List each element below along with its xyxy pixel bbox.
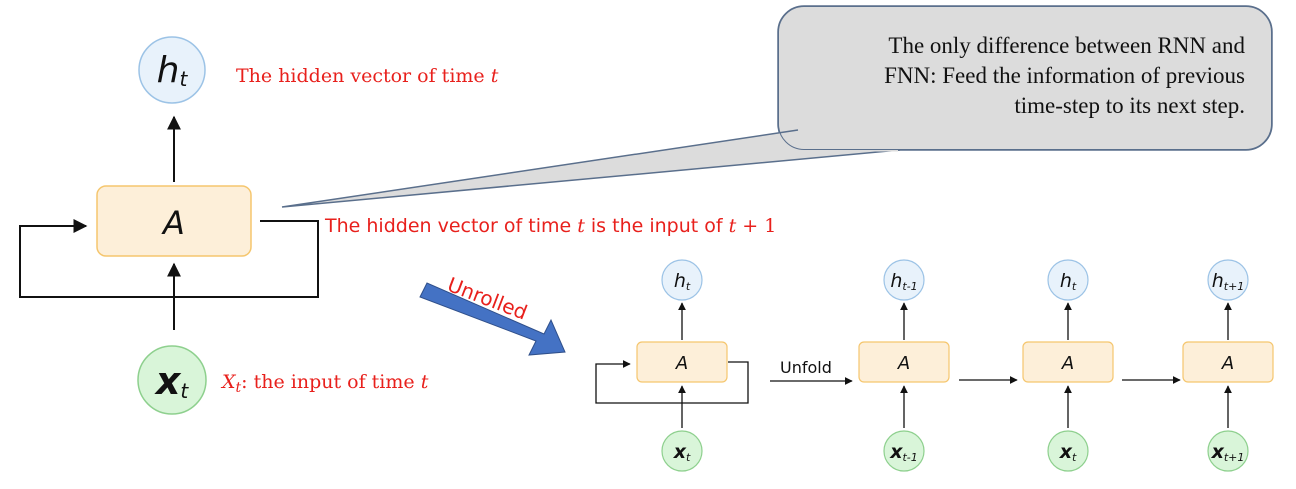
- step-x-node: [661, 430, 703, 472]
- step-h-label: ht+1: [1212, 270, 1245, 293]
- h-node-sub: t: [179, 67, 188, 91]
- h-node-label: h: [157, 50, 180, 91]
- small-recurrent-loop: [595, 360, 749, 404]
- step-x-node: [883, 430, 925, 472]
- annotation-hidden-vector: The hidden vector of time t: [236, 65, 499, 87]
- step-x-node: [1207, 430, 1249, 472]
- step-a-label: A: [1221, 353, 1234, 374]
- step-h-label: ht: [674, 270, 691, 293]
- left-rnn-cell: ht A xt: [19, 36, 319, 415]
- x-node-sub: t: [180, 379, 189, 403]
- step-h-node: [883, 259, 925, 301]
- recurrent-loop: [19, 219, 319, 298]
- step-a-label: A: [1061, 353, 1074, 374]
- callout-line-2: FNN: Feed the information of previous: [884, 63, 1245, 88]
- step-x-label: xt+1: [1211, 441, 1245, 464]
- h-node: [138, 36, 206, 104]
- step-h-label: ht: [1060, 270, 1077, 293]
- step-a-label: A: [897, 353, 910, 374]
- unfold-label: Unfold: [780, 358, 832, 377]
- step-x-label: xt-1: [889, 441, 918, 464]
- a-cell-box: [96, 185, 252, 257]
- step-h-node: [1047, 259, 1089, 301]
- x-node-label: x: [154, 359, 182, 403]
- step-a-box: [858, 341, 950, 383]
- annotation-recurrence: The hidden vector of time t is the input…: [324, 215, 776, 237]
- step-h-label: ht-1: [890, 270, 917, 293]
- callout-line-1: The only difference between RNN and: [888, 33, 1245, 58]
- step-h-node: [661, 259, 703, 301]
- step-x-label: xt: [673, 441, 691, 464]
- annotation-input: Xt: the input of time t: [220, 371, 429, 396]
- step-a-box: [1022, 341, 1114, 383]
- step-x-node: [1047, 430, 1089, 472]
- callout-text: The only difference between RNN and FNN:…: [778, 6, 1272, 150]
- step-a-box: [1182, 341, 1274, 383]
- x-node: [137, 345, 207, 415]
- unrolled-arrow: Unrolled: [419, 272, 566, 356]
- step-h-node: [1207, 259, 1249, 301]
- callout-bubble: [281, 5, 1273, 208]
- step-x-label: xt: [1059, 441, 1077, 464]
- step-a-box: [636, 341, 728, 383]
- a-cell-label: A: [161, 204, 185, 242]
- svg-text:xt: xt: [154, 359, 190, 403]
- callout-line-3: time-step to its next step.: [1014, 93, 1245, 118]
- svg-text:ht: ht: [157, 50, 189, 91]
- step-a-label: A: [675, 353, 688, 374]
